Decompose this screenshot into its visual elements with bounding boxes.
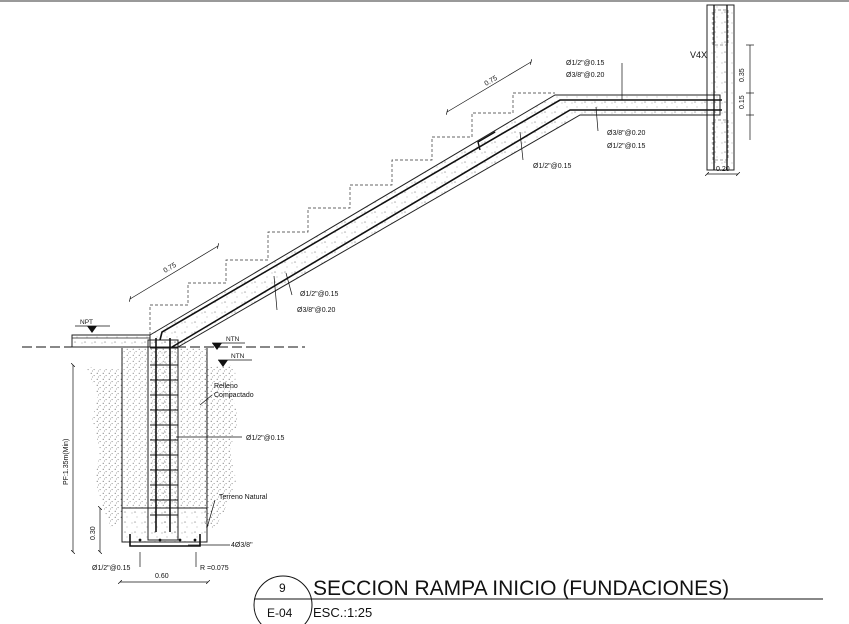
natural-ground-note: Terreno Natural [219,494,268,501]
fill-note-line2: Compactado [214,392,254,399]
dim-column-slab: 0.15 [739,95,746,109]
dim-column-width: 0.20 [716,166,730,173]
leader-lines [139,63,623,567]
rebar-labels: Ø1/2"@0.15 Ø3/8"@0.20 Ø3/8"@0.20 Ø1/2"@0… [92,60,645,572]
rebar-top-b: Ø3/8"@0.20 [566,72,604,79]
detail-number: 9 [279,581,286,595]
rebar-col: Ø1/2"@0.15 [246,435,284,442]
dim-column-height: 0.35 [739,68,746,82]
level-ntn-lower: NTN [231,353,245,360]
rebar-foot-bot: Ø1/2"@0.15 [92,565,130,572]
drawing-scale: ESC.:1:25 [313,605,372,620]
dimension-lines [73,62,531,582]
column-tag: V4X [690,50,707,60]
rebar-top-a: Ø1/2"@0.15 [566,60,604,67]
rebar-low-a: Ø1/2"@0.15 [300,291,338,298]
excavation [22,339,305,543]
fill-note-line1: Relleno [214,383,238,390]
level-ntn-upper: NTN [226,336,240,343]
dim-depth: PF:1.35m(Min) [63,439,70,485]
title-block: 9 E-04 SECCION RAMPA INICIO (FUNDACIONES… [253,575,823,624]
dim-stair-lower: 0.75 [163,262,178,275]
note-labels: Relleno Compactado Terreno Natural [214,383,268,501]
stair-slab [149,92,722,348]
sheet-ref: E-04 [267,606,293,620]
rebar-radius: R =0.075 [200,565,229,572]
rebar-low-b: Ø3/8"@0.20 [297,307,335,314]
rebar-mid-a: Ø3/8"@0.20 [607,130,645,137]
level-markers [75,325,252,367]
drawing-title: SECCION RAMPA INICIO (FUNDACIONES) [313,577,729,600]
column-v4x [707,4,754,174]
rebar-mid-b: Ø1/2"@0.15 [607,143,645,150]
dim-footing-height: 0.30 [90,526,97,540]
level-labels: NPT NTN NTN [80,319,245,360]
rebar-diag: Ø1/2"@0.15 [533,163,571,170]
level-npt: NPT [80,319,93,326]
landing-slab [71,334,151,348]
dim-footing-width: 0.60 [155,573,169,580]
pedestal-rebar [129,338,201,547]
rebar-foot-top: 4Ø3/8" [231,542,253,549]
